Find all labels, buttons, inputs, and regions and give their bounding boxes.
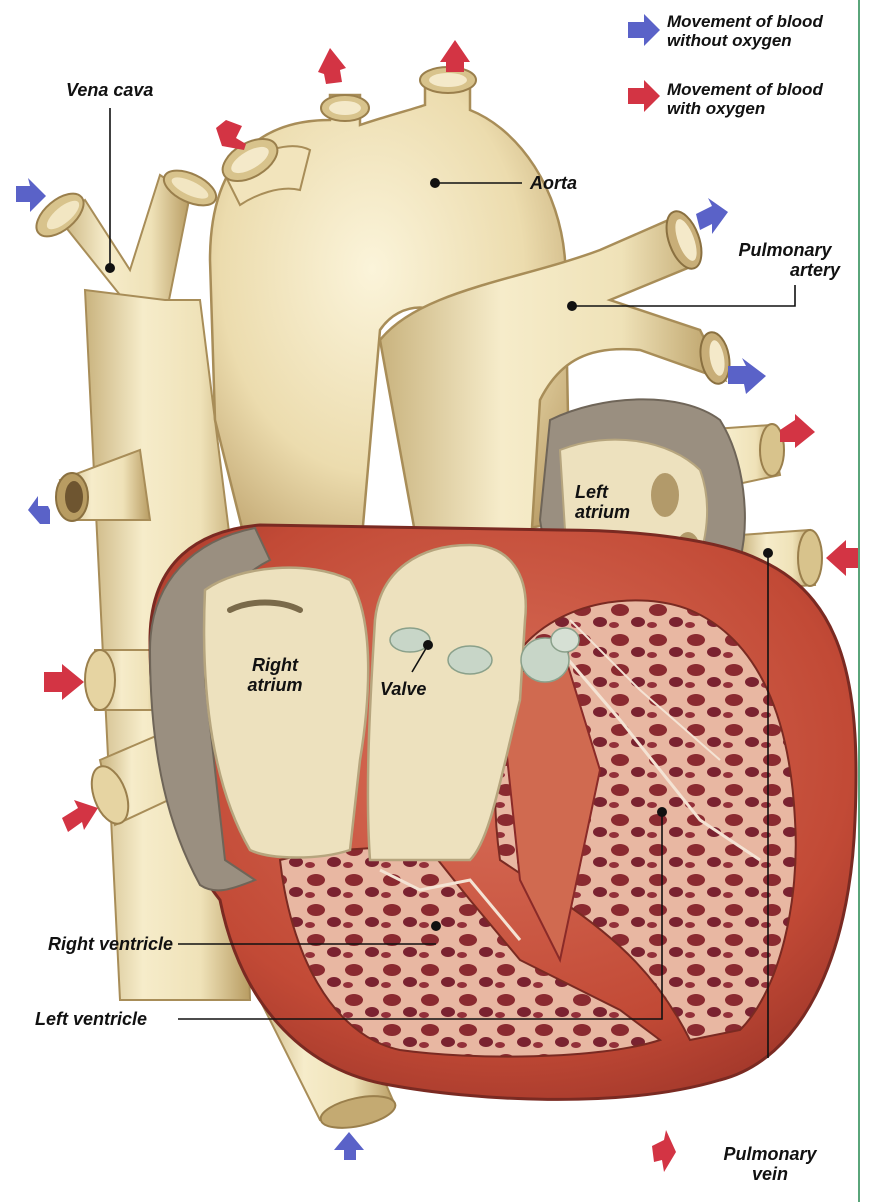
dot-aorta	[430, 178, 440, 188]
label-right-atrium: Right atrium	[245, 655, 305, 695]
arrow-oxygenated-aorta-mid	[318, 48, 346, 84]
arrow-deoxygenated-bottom	[334, 1132, 364, 1160]
arrow-deoxygenated-left-mid	[28, 496, 50, 524]
label-pulmonary-artery: Pulmonary artery	[730, 240, 840, 280]
label-left-atrium-line1: Left	[575, 482, 630, 502]
arrow-oxygenated-left-1	[44, 664, 84, 700]
label-valve: Valve	[380, 679, 426, 699]
dot-left-ventricle	[657, 807, 667, 817]
label-pulmonary-vein-line1: Pulmonary	[715, 1144, 825, 1164]
dot-pulmonary-vein	[763, 548, 773, 558]
dot-vena-cava	[105, 263, 115, 273]
arrow-oxygenated-right-mid	[826, 540, 858, 576]
label-left-atrium-line2: atrium	[575, 502, 630, 522]
arrow-oxygenated-right-top	[780, 414, 815, 448]
label-pulmonary-vein-line2: vein	[715, 1164, 825, 1184]
legend-arrow-oxygenated	[628, 80, 660, 112]
arrow-deoxygenated-pulmonary-mid	[728, 358, 766, 394]
dot-pulmonary-artery	[567, 301, 577, 311]
arrow-oxygenated-bottom	[652, 1130, 676, 1172]
arrow-oxygenated-left-2	[62, 800, 98, 832]
legend-oxygenated-label: Movement of blood with oxygen	[667, 80, 847, 118]
arrow-deoxygenated-vena-cava-top	[16, 178, 46, 212]
arrow-oxygenated-aorta-left	[216, 120, 246, 150]
label-vena-cava: Vena cava	[66, 80, 153, 100]
legend-deoxygenated-label: Movement of blood without oxygen	[667, 12, 847, 50]
label-left-ventricle: Left ventricle	[35, 1009, 147, 1029]
label-right-atrium-line2: atrium	[245, 675, 305, 695]
label-right-ventricle: Right ventricle	[48, 934, 173, 954]
legend-arrow-deoxygenated	[628, 14, 660, 46]
dot-right-ventricle	[431, 921, 441, 931]
label-pulmonary-vein: Pulmonary vein	[715, 1144, 825, 1184]
label-pulmonary-artery-line2: artery	[730, 260, 840, 280]
label-left-atrium: Left atrium	[575, 482, 630, 522]
label-pulmonary-artery-line1: Pulmonary	[730, 240, 840, 260]
label-right-atrium-line1: Right	[245, 655, 305, 675]
label-aorta: Aorta	[530, 173, 577, 193]
dot-valve	[423, 640, 433, 650]
arrow-deoxygenated-pulmonary-top	[696, 198, 728, 234]
